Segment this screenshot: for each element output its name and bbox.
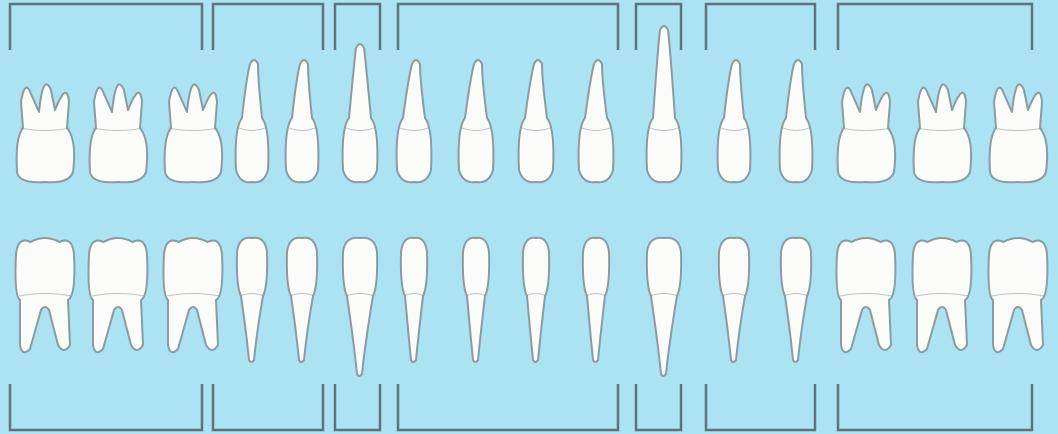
upper-premolar-tooth [780, 60, 813, 182]
lower-teeth-row [16, 238, 1048, 376]
upper-incisor-tooth [519, 60, 554, 182]
lower-premolar-tooth [287, 238, 317, 362]
bracket-bottom-premolars-right [213, 384, 323, 430]
lower-incisor-tooth [583, 238, 609, 362]
upper-incisor-tooth [579, 60, 614, 182]
lower-incisor-tooth [523, 238, 549, 362]
upper-molar-tooth [165, 84, 223, 182]
bracket-top-premolars-left [706, 4, 815, 50]
upper-premolar-tooth [286, 60, 319, 182]
upper-premolar-tooth [718, 60, 751, 182]
bracket-top-molars-right [10, 4, 202, 50]
upper-incisor-tooth [459, 60, 494, 182]
lower-molar-tooth [89, 238, 148, 352]
lower-canine-tooth [343, 238, 377, 376]
bracket-bottom-molars-left [838, 384, 1032, 430]
bracket-bottom-premolars-left [706, 384, 815, 430]
lower-molar-tooth [837, 238, 896, 352]
lower-incisor-tooth [401, 238, 427, 362]
upper-molar-tooth [914, 84, 972, 182]
lower-premolar-tooth [719, 238, 749, 362]
lower-premolar-tooth [781, 238, 811, 362]
lower-molar-tooth [913, 238, 972, 352]
upper-molar-tooth [990, 84, 1048, 182]
upper-teeth-row [17, 26, 1048, 182]
bracket-bottom-canine-right [335, 384, 380, 430]
lower-incisor-tooth [463, 238, 489, 362]
upper-premolar-tooth [236, 60, 269, 182]
upper-canine-tooth [647, 26, 682, 182]
upper-incisor-tooth [397, 60, 432, 182]
upper-molar-tooth [838, 84, 896, 182]
bracket-top-incisors [398, 4, 618, 50]
upper-molar-tooth [90, 84, 148, 182]
lower-molar-tooth [16, 238, 75, 352]
bracket-top-premolars-right [213, 4, 323, 50]
lower-molar-tooth [164, 238, 223, 352]
lower-canine-tooth [647, 238, 681, 376]
upper-canine-tooth [343, 44, 378, 182]
bracket-bottom-incisors [398, 384, 618, 430]
bracket-bottom-molars-right [10, 384, 202, 430]
upper-molar-tooth [17, 84, 75, 182]
lower-premolar-tooth [237, 238, 267, 362]
bracket-top-molars-left [838, 4, 1032, 50]
lower-molar-tooth [989, 238, 1048, 352]
bracket-bottom-canine-left [636, 384, 681, 430]
bracket-top-canine-right [335, 4, 380, 50]
